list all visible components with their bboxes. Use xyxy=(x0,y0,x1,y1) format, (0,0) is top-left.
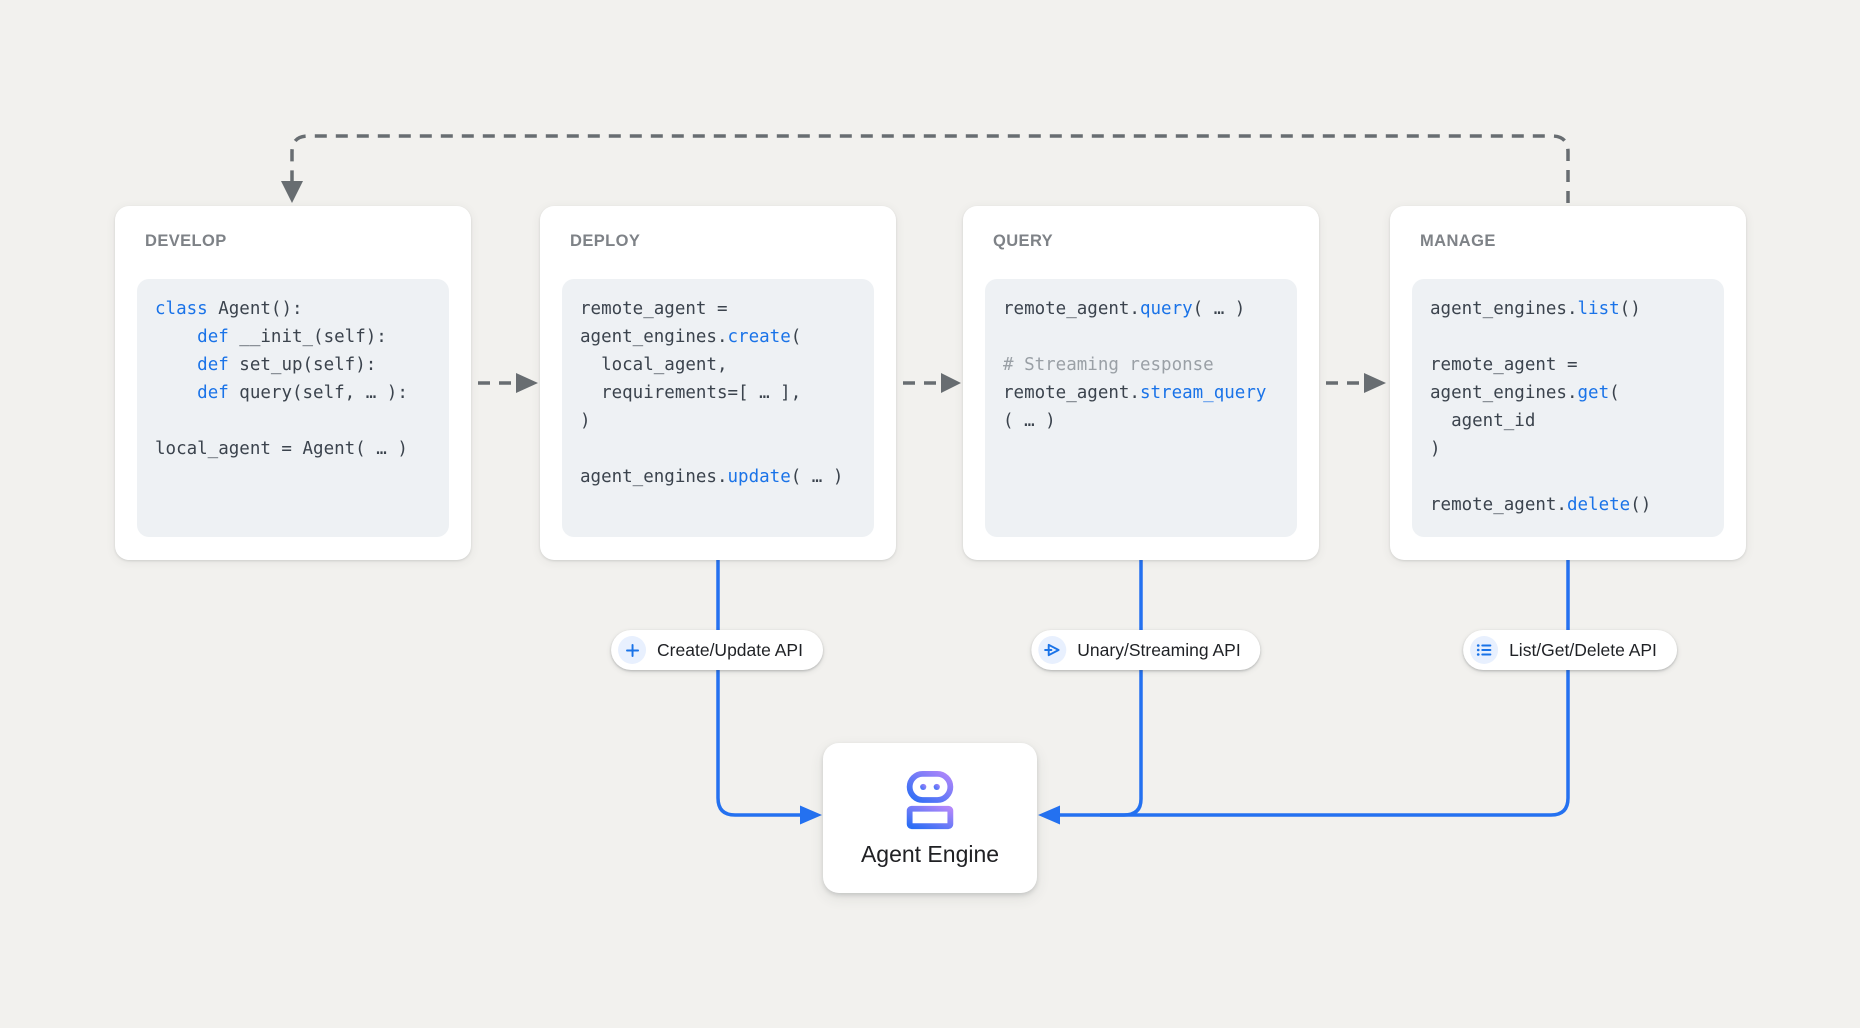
query-card-title: QUERY xyxy=(993,232,1054,250)
code-line: # Streaming response xyxy=(1003,355,1214,375)
deploy-engine-connector xyxy=(716,560,800,817)
code-line xyxy=(1003,323,1279,351)
code-line: local_agent, xyxy=(580,355,728,375)
feedback-arrowhead-icon xyxy=(281,181,303,203)
unary-streaming-api-label: Unary/Streaming API xyxy=(1077,639,1241,660)
code-line: remote_agent.stream_query xyxy=(1003,383,1267,403)
manage-engine-connector xyxy=(1060,560,1570,817)
code-line: remote_agent.delete() xyxy=(1430,495,1652,515)
manage-card: MANAGE agent_engines.list() remote_agent… xyxy=(1390,206,1746,560)
code-line: agent_engines.create( xyxy=(580,327,802,347)
list-get-delete-api-label: List/Get/Delete API xyxy=(1509,639,1657,660)
manage-code-block: agent_engines.list() remote_agent = agent… xyxy=(1412,279,1724,537)
code-line xyxy=(155,407,431,435)
query-code-block: remote_agent.query( … ) # Streaming resp… xyxy=(985,279,1297,537)
query-engine-connector xyxy=(1100,560,1143,817)
code-line xyxy=(1430,323,1706,351)
code-line: remote_agent.query( … ) xyxy=(1003,299,1246,319)
create-update-api-pill: Create/Update API xyxy=(611,630,823,670)
unary-streaming-api-pill: Unary/Streaming API xyxy=(1031,630,1261,670)
develop-card-title: DEVELOP xyxy=(145,232,227,250)
code-line: requirements=[ … ], xyxy=(580,383,802,403)
code-line xyxy=(1430,463,1706,491)
manage-card-title: MANAGE xyxy=(1420,232,1496,250)
deploy-code-block: remote_agent = agent_engines.create( loca… xyxy=(562,279,874,537)
deploy-card-title: DEPLOY xyxy=(570,232,641,250)
list-icon xyxy=(1470,636,1499,664)
manage-engine-arrowhead-icon xyxy=(1038,805,1060,825)
deploy-card: DEPLOY remote_agent = agent_engines.creat… xyxy=(540,206,896,560)
query-card: QUERY remote_agent.query( … ) # Streamin… xyxy=(963,206,1319,560)
code-line: agent_engines.get( xyxy=(1430,383,1620,403)
develop-deploy-arrowhead-icon xyxy=(516,373,538,393)
code-line: agent_engines.list() xyxy=(1430,299,1641,319)
agent-engine-node: Agent Engine xyxy=(823,743,1037,893)
code-line: agent_engines.update( … ) xyxy=(580,467,844,487)
code-line: agent_id xyxy=(1430,411,1536,431)
agent-engine-label: Agent Engine xyxy=(860,840,1000,867)
develop-code-block: class Agent(): def __init_(self): def se… xyxy=(137,279,449,537)
code-line: def __init_(self): xyxy=(197,327,387,347)
code-line: ( … ) xyxy=(1003,411,1056,431)
code-line: def query(self, … ): xyxy=(197,383,408,403)
develop-card: DEVELOP class Agent(): def __init_(self)… xyxy=(115,206,471,560)
deploy-engine-arrowhead-icon xyxy=(800,805,822,825)
feedback-loop-connector xyxy=(290,134,1570,203)
code-line xyxy=(580,435,856,463)
code-line: remote_agent = xyxy=(1430,355,1578,375)
create-update-api-label: Create/Update API xyxy=(657,639,803,660)
list-get-delete-api-pill: List/Get/Delete API xyxy=(1463,630,1677,670)
deploy-query-arrowhead-icon xyxy=(941,373,961,393)
code-line: ) xyxy=(580,411,591,431)
code-line: class Agent(): xyxy=(155,299,303,319)
robot-icon xyxy=(906,770,954,829)
code-line: local_agent = Agent( … ) xyxy=(155,439,408,459)
plus-icon xyxy=(618,636,647,664)
query-manage-arrowhead-icon xyxy=(1364,373,1386,393)
code-line: def set_up(self): xyxy=(197,355,377,375)
send-icon xyxy=(1038,636,1067,664)
code-line: ) xyxy=(1430,439,1441,459)
code-line: remote_agent = xyxy=(580,299,728,319)
